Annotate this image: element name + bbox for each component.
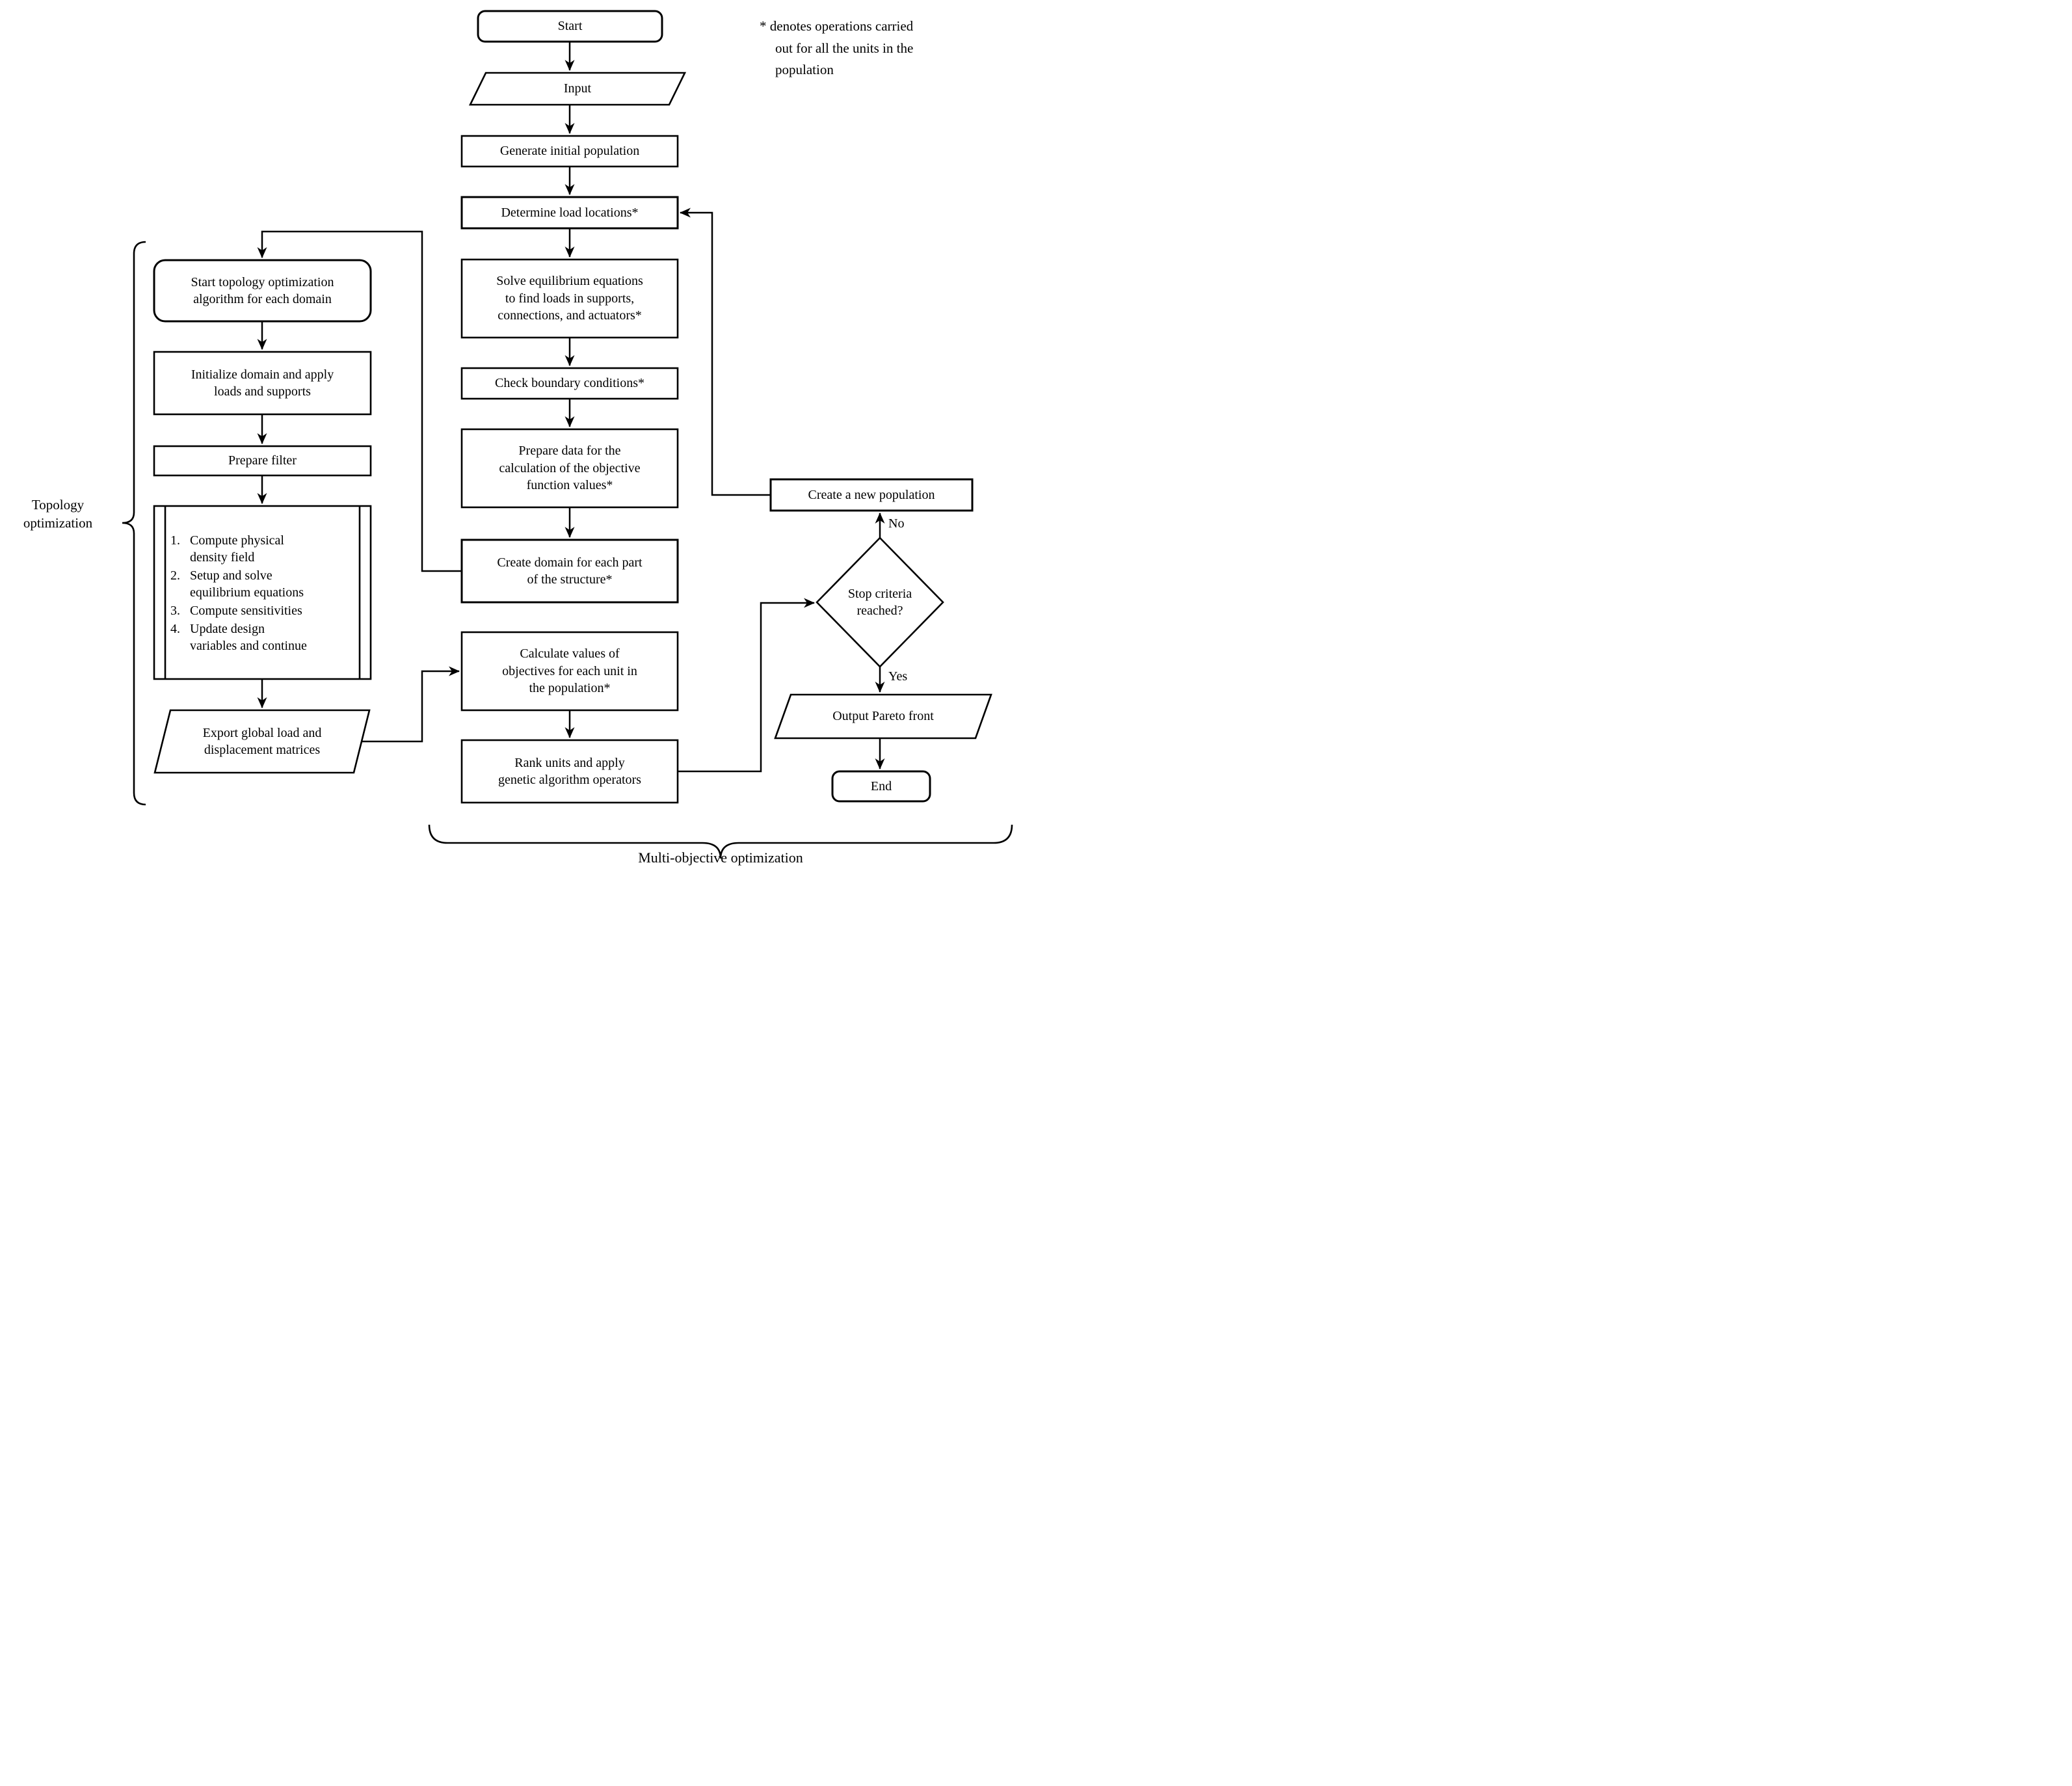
flowchart-figure: Start Input Generate initial population … — [0, 0, 1036, 893]
connector-createdomain-starttopology — [257, 230, 462, 572]
export-matrices-shape — [153, 709, 371, 774]
topology-steps-shape — [153, 505, 372, 680]
determine-loads-shape — [460, 196, 679, 230]
step-text: Update design variables and continue — [190, 622, 307, 653]
step-number: 3. — [170, 604, 180, 618]
generate-population-shape — [460, 135, 679, 168]
node-check-boundary: Check boundary conditions* — [495, 376, 644, 391]
output-pareto-shape — [774, 693, 992, 740]
node-output-pareto: Output Pareto front — [832, 709, 934, 724]
topology-step: 1. Compute physical density field — [170, 532, 358, 566]
flowchart-canvas — [122, 10, 1013, 859]
node-end: End — [870, 779, 892, 793]
node-stop-criteria: Stop criteria reached? — [847, 586, 912, 618]
node-export-matrices: Export global load and displacement matr… — [202, 725, 322, 757]
node-determine-loads: Determine load locations* — [501, 205, 639, 220]
stop-criteria-diamond — [816, 537, 944, 668]
step-number: 4. — [170, 622, 180, 636]
node-calculate-values: Calculate values of objectives for each … — [502, 646, 637, 696]
step-text: Compute physical density field — [190, 533, 284, 565]
step-text: Compute sensitivities — [190, 604, 302, 618]
prepare-filter-shape — [153, 445, 372, 477]
node-create-new-population: Create a new population — [808, 487, 935, 502]
multi-objective-group-label: Multi-objective optimization — [638, 849, 803, 866]
topology-step: 3. Compute sensitivities — [170, 602, 358, 619]
topology-step: 4. Update design variables and continue — [170, 620, 358, 654]
connector-export-calculate — [362, 666, 460, 743]
prepare-data-shape — [460, 428, 679, 509]
end-shape — [831, 770, 931, 803]
node-prepare-data: Prepare data for the calculation of the … — [499, 444, 641, 493]
node-initialize-domain: Initialize domain and apply loads and su… — [191, 367, 334, 399]
initialize-domain-shape — [153, 351, 372, 416]
edge-label-yes: Yes — [888, 669, 908, 684]
calculate-values-shape — [460, 631, 679, 712]
solve-equilibrium-shape — [460, 258, 679, 339]
check-boundary-shape — [460, 367, 679, 400]
input-shape — [468, 72, 687, 106]
connector-rank-stopcriteria — [678, 598, 815, 773]
node-solve-equilibrium: Solve equilibrium equations to find load… — [496, 274, 643, 323]
create-new-population-shape — [769, 478, 974, 512]
create-domain-shape — [460, 539, 679, 604]
rank-units-shape — [460, 739, 679, 804]
topology-group-label: Topology optimization — [23, 497, 93, 531]
node-topology-steps: 1. Compute physical density field 2. Set… — [170, 513, 358, 674]
step-text: Setup and solve equilibrium equations — [190, 568, 304, 600]
connector-newpopulation-determine — [680, 207, 771, 496]
topology-group-brace — [122, 241, 146, 806]
asterisk-note: * denotes operations carried out for all… — [760, 18, 914, 78]
node-create-domain: Create domain for each part of the struc… — [497, 555, 643, 587]
node-input: Input — [563, 81, 592, 96]
node-rank-units: Rank units and apply genetic algorithm o… — [498, 755, 641, 787]
start-shape — [477, 10, 663, 43]
step-number: 1. — [170, 533, 180, 548]
topology-step: 2. Setup and solve equilibrium equations — [170, 567, 358, 601]
node-prepare-filter: Prepare filter — [228, 453, 297, 468]
start-topology-shape — [153, 259, 372, 323]
node-start: Start — [557, 19, 583, 34]
step-number: 2. — [170, 568, 180, 583]
multi-objective-group-brace — [428, 824, 1013, 859]
edge-label-no: No — [888, 516, 905, 531]
node-start-topology: Start topology optimization algorithm fo… — [191, 274, 334, 306]
node-generate-population: Generate initial population — [499, 144, 640, 159]
